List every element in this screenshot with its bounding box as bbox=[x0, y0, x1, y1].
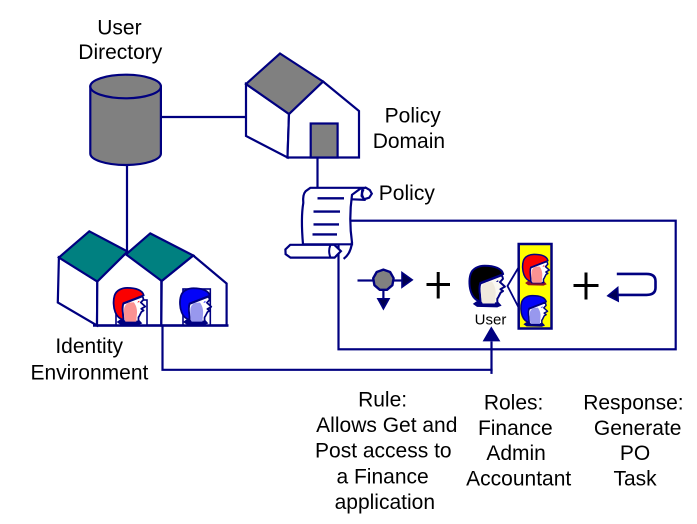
svg-text:Environment: Environment bbox=[30, 362, 148, 385]
svg-text:Generate: Generate bbox=[594, 417, 682, 440]
svg-text:Domain: Domain bbox=[373, 130, 445, 153]
svg-text:Policy: Policy bbox=[379, 182, 436, 205]
svg-text:Policy: Policy bbox=[385, 105, 442, 128]
svg-text:User: User bbox=[97, 17, 141, 40]
svg-text:Admin: Admin bbox=[486, 442, 546, 465]
svg-text:User: User bbox=[475, 311, 507, 328]
svg-text:Rule:: Rule: bbox=[358, 389, 407, 412]
svg-text:Finance: Finance bbox=[478, 417, 553, 440]
svg-text:a Finance: a Finance bbox=[336, 465, 428, 488]
svg-text:Response:: Response: bbox=[583, 392, 683, 415]
svg-text:Roles:: Roles: bbox=[484, 392, 544, 415]
svg-text:application: application bbox=[335, 491, 435, 514]
svg-text:Directory: Directory bbox=[78, 41, 163, 64]
svg-text:Identity: Identity bbox=[55, 335, 123, 358]
svg-text:Accountant: Accountant bbox=[466, 467, 571, 490]
svg-text:Allows Get and: Allows Get and bbox=[316, 414, 457, 437]
svg-text:Task: Task bbox=[614, 467, 658, 490]
svg-text:Post access to: Post access to bbox=[315, 440, 452, 463]
svg-text:PO: PO bbox=[620, 442, 650, 465]
